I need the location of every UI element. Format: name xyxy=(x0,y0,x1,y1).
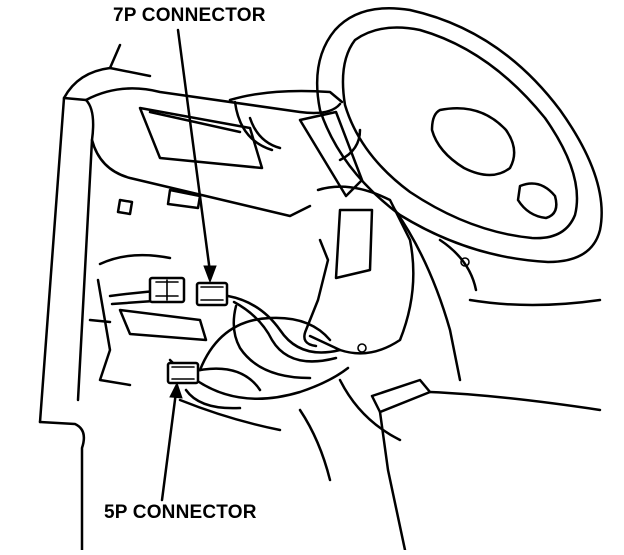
steering-wheel xyxy=(315,6,603,264)
a-pillar-trim xyxy=(38,43,152,552)
under-dash-area xyxy=(88,253,332,482)
lower-trim xyxy=(338,298,602,552)
connector-mate xyxy=(148,276,186,304)
wire-harness xyxy=(108,288,350,410)
label-5p-connector: 5P CONNECTOR xyxy=(104,502,257,523)
steering-column xyxy=(298,110,478,382)
connector-5p xyxy=(166,361,200,385)
leader-line-5p xyxy=(160,381,183,502)
connector-7p xyxy=(195,281,229,307)
leader-line-7p xyxy=(176,28,217,284)
instrument-panel xyxy=(84,87,344,218)
label-7p-connector: 7P CONNECTOR xyxy=(113,5,266,26)
